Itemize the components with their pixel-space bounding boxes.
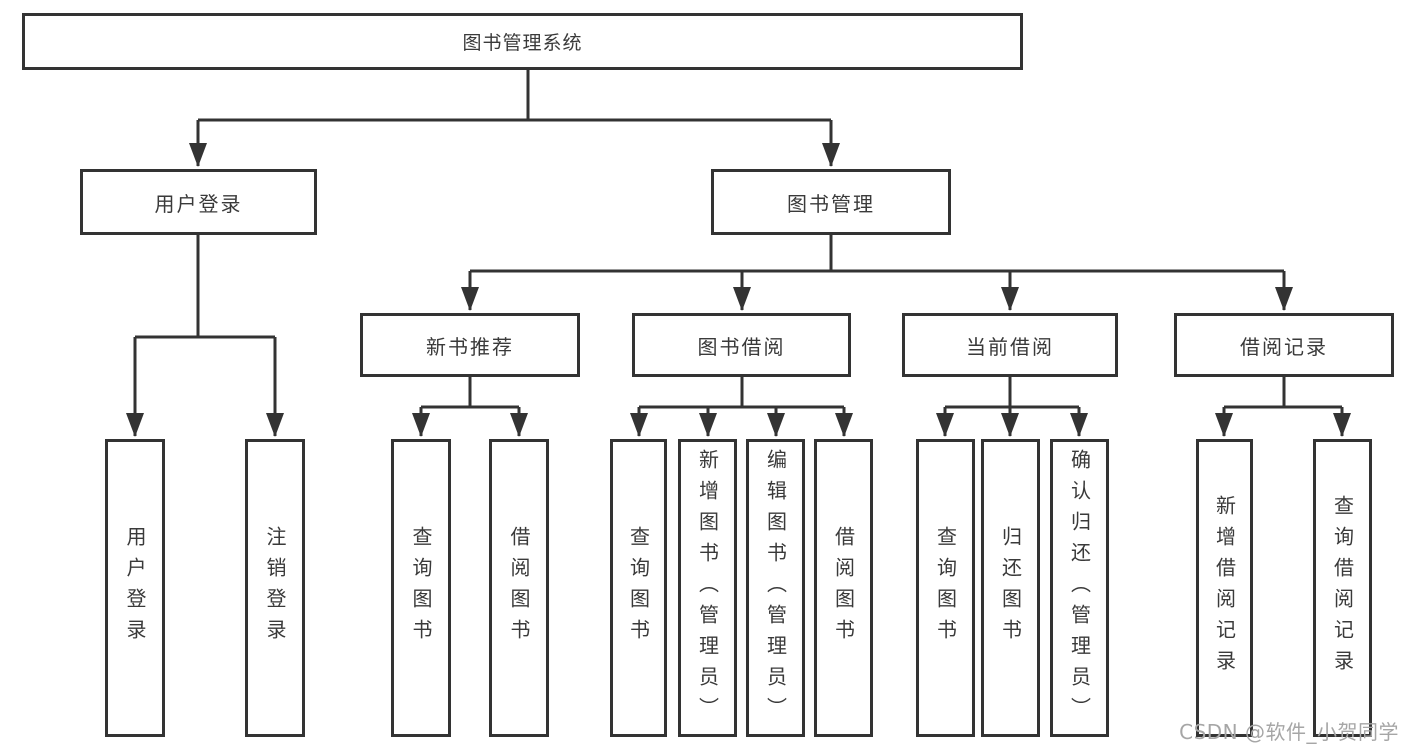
leaf-add-book-admin: 新增图书（管理员） [678,439,737,737]
node-label: 用户登录 [154,191,243,216]
node-borrowing-records: 借阅记录 [1174,313,1394,377]
node-label: 图书借阅 [697,334,786,359]
leaf-borrow-books-2: 借阅图书 [814,439,873,737]
node-book-management: 图书管理 [711,169,951,235]
node-label: 图书管理 [787,191,875,216]
node-label: 注销登录 [263,526,287,650]
connector-current-borrowing-to-leaves [936,377,1088,437]
node-label: 新增图书（管理员） [695,448,720,728]
node-label: 确认归还（管理员） [1067,448,1092,728]
leaf-logout: 注销登录 [245,439,305,737]
connector-borrowing-records-to-leaves [1215,377,1351,437]
node-new-book-recommendation: 新书推荐 [360,313,580,377]
node-label: 查询图书 [409,526,433,650]
node-label: 查询图书 [626,526,651,650]
node-label: 借阅图书 [831,526,856,650]
leaf-return-book: 归还图书 [981,439,1040,737]
node-label: 当前借阅 [966,334,1054,359]
leaf-borrow-books-1: 借阅图书 [489,439,549,737]
node-label: 查询借阅记录 [1330,495,1355,681]
connector-book-borrowing-to-leaves [630,377,853,437]
node-root: 图书管理系统 [22,13,1023,70]
node-label: 新书推荐 [426,334,514,359]
node-label: 编辑图书（管理员） [763,448,788,728]
node-book-borrowing: 图书借阅 [632,313,851,377]
node-label: 查询图书 [933,526,958,650]
leaf-query-books-3: 查询图书 [916,439,975,737]
connector-book-management-to-level3 [461,235,1293,311]
node-label: 借阅图书 [507,526,531,650]
connector-user-login-to-leaves [126,235,284,437]
leaf-user-login: 用户登录 [105,439,165,737]
leaf-edit-book-admin: 编辑图书（管理员） [746,439,805,737]
leaf-query-books-1: 查询图书 [391,439,451,737]
node-label: 归还图书 [998,526,1023,650]
leaf-confirm-return-admin: 确认归还（管理员） [1050,439,1109,737]
node-label: 新增借阅记录 [1212,495,1237,681]
node-label: 用户登录 [123,526,147,650]
connector-root-to-level2 [189,70,840,167]
leaf-query-borrow-record: 查询借阅记录 [1313,439,1372,737]
leaf-query-books-2: 查询图书 [610,439,667,737]
node-user-login: 用户登录 [80,169,317,235]
node-label: 图书管理系统 [462,32,583,54]
node-label: 借阅记录 [1240,334,1328,359]
watermark: CSDN @软件_小贺同学 [1179,720,1399,744]
connector-new-book-recommendation-to-leaves [412,377,528,437]
node-current-borrowing: 当前借阅 [902,313,1118,377]
leaf-add-borrow-record: 新增借阅记录 [1196,439,1253,737]
